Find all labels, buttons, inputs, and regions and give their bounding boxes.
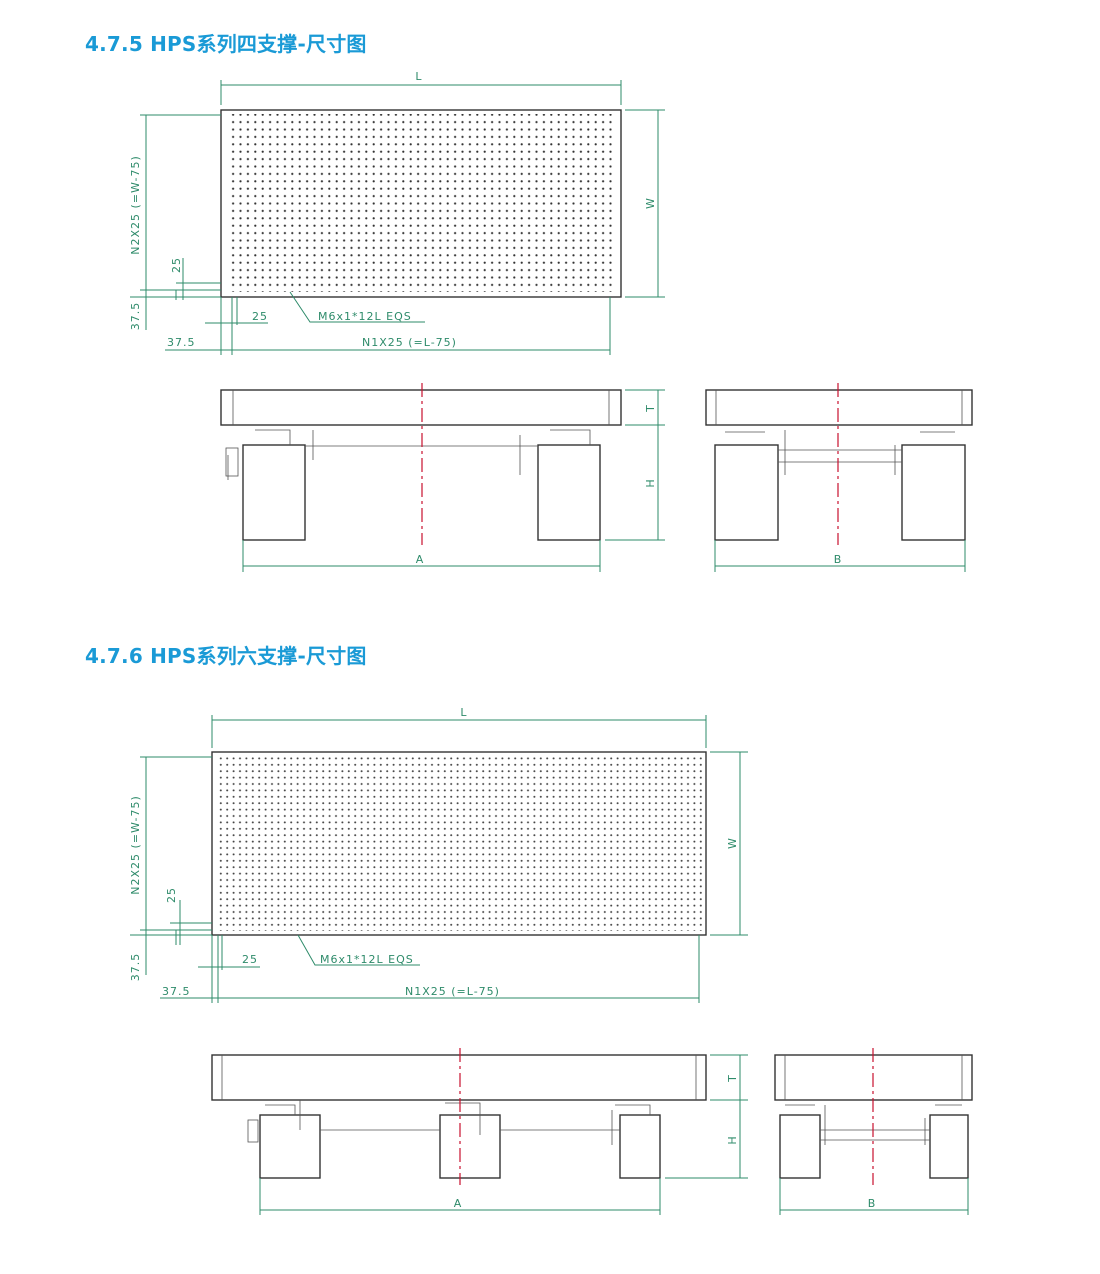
hole-grid: [216, 756, 702, 931]
dim-H: H: [644, 478, 657, 487]
end-view-six-support: B: [774, 1048, 973, 1215]
dim-W: W: [726, 837, 739, 849]
section-title-six-support: 4.7.6 HPS系列六支撑-尺寸图: [85, 644, 367, 668]
top-view-six-support: L W N2X25 (=W-75) 25 37.5 25 M6x1*12L EQ…: [129, 706, 748, 1003]
table-top: [220, 389, 622, 426]
dim-N2: N2X25 (=W-75): [129, 155, 142, 254]
leg-left-end: [779, 1114, 821, 1179]
leg-left: [242, 444, 306, 541]
filter-regulator: [225, 447, 239, 477]
dim-L: L: [415, 70, 422, 83]
dim-W: W: [644, 197, 657, 209]
dim-edge-h: 37.5: [167, 336, 196, 349]
leg-left-end: [714, 444, 779, 541]
dim-A: A: [454, 1197, 463, 1210]
side-view-four-support: T H A: [220, 383, 665, 572]
dim-L: L: [460, 706, 467, 719]
dim-N2: N2X25 (=W-75): [129, 795, 142, 894]
leg-right: [537, 444, 601, 541]
dim-edge-v: 37.5: [129, 953, 142, 982]
dim-T: T: [644, 404, 657, 413]
dim-H: H: [726, 1135, 739, 1144]
dim-pitch-v: 25: [165, 887, 178, 903]
section-title-four-support: 4.7.5 HPS系列四支撑-尺寸图: [85, 32, 367, 56]
dim-N1: N1X25 (=L-75): [405, 985, 500, 998]
dim-A: A: [416, 553, 425, 566]
filter-regulator: [247, 1119, 259, 1143]
top-view-four-support: L W N2X25 (=W-75) 25 37.5 25 M6x1*12L EQ…: [129, 70, 665, 355]
dim-pitch-h: 25: [242, 953, 258, 966]
dim-pitch-v: 25: [170, 257, 183, 273]
leg-1: [259, 1114, 321, 1179]
dim-B: B: [834, 553, 843, 566]
dim-pitch-h: 25: [252, 310, 268, 323]
dim-N1: N1X25 (=L-75): [362, 336, 457, 349]
dim-edge-h: 37.5: [162, 985, 191, 998]
table-top: [211, 1054, 707, 1101]
leg-right-end: [901, 444, 966, 541]
dim-T: T: [726, 1074, 739, 1083]
end-view-four-support: B: [705, 383, 973, 572]
hole-note: M6x1*12L EQS: [320, 953, 414, 966]
dim-B: B: [868, 1197, 877, 1210]
hole-grid: [228, 114, 616, 292]
dim-edge-v: 37.5: [129, 302, 142, 331]
leg-3: [619, 1114, 661, 1179]
hole-note: M6x1*12L EQS: [318, 310, 412, 323]
leg-right-end: [929, 1114, 969, 1179]
side-view-six-support: T H A: [211, 1048, 748, 1215]
leg-2: [439, 1114, 501, 1179]
table-top-end: [705, 389, 973, 426]
